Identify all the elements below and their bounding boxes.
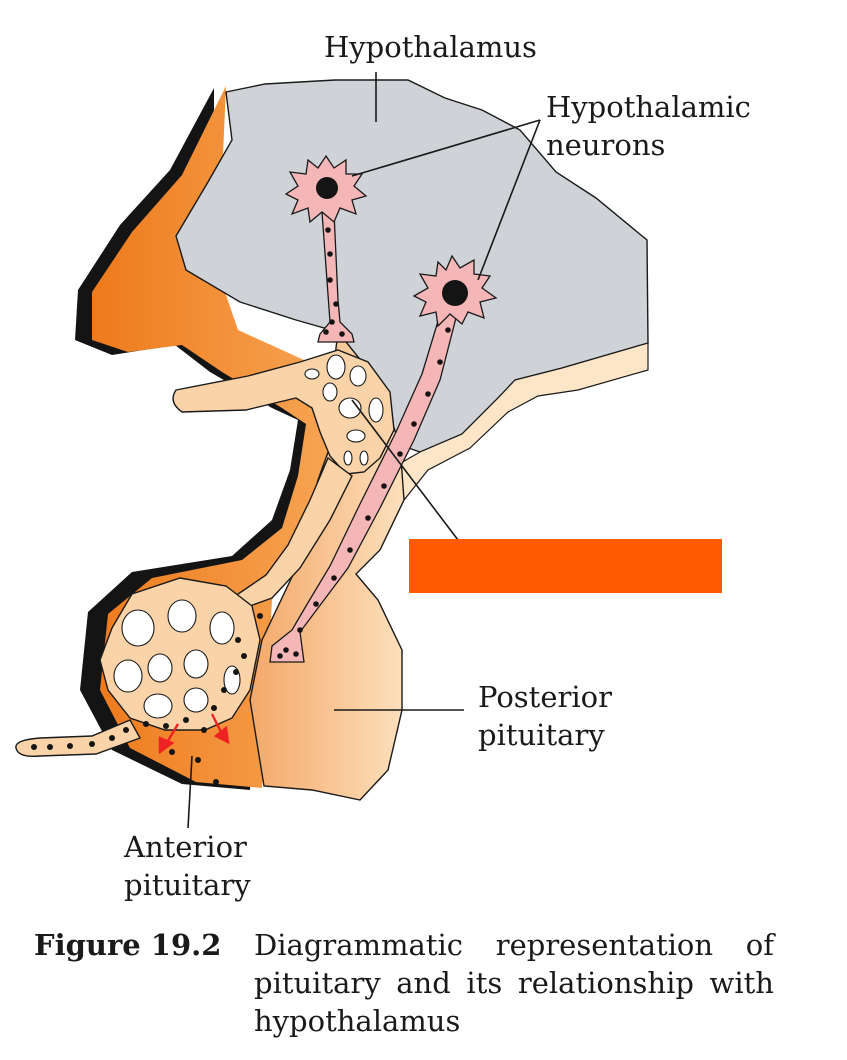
leader-lines [187,72,541,829]
release-arrows [158,713,230,755]
neuron-2-axon [269,307,459,663]
neuron-1-axon [317,211,355,343]
label-posterior-pituitary: Posterior pituitary [478,680,612,752]
label-anterior-pituitary: Anterior pituitary [124,830,251,902]
neuron-1-nucleus [316,177,338,199]
lower-capillary-network [99,577,261,731]
vessel-dots [31,613,263,785]
outgoing-vessel [15,719,142,758]
label-hypothalamic-neurons: Hypothalamic neurons [546,90,751,162]
upper-portal-plexus [172,349,395,475]
neuron-1-granules [323,227,345,337]
redaction-box [409,539,722,593]
neuron-2-granules [277,327,451,659]
caption-label: Figure 19.2 [34,928,222,962]
label-hypothalamus: Hypothalamus [324,30,537,64]
caption-text: Diagrammatic representation of pituitary… [254,928,774,1038]
neuron-2-nucleus [442,280,468,306]
